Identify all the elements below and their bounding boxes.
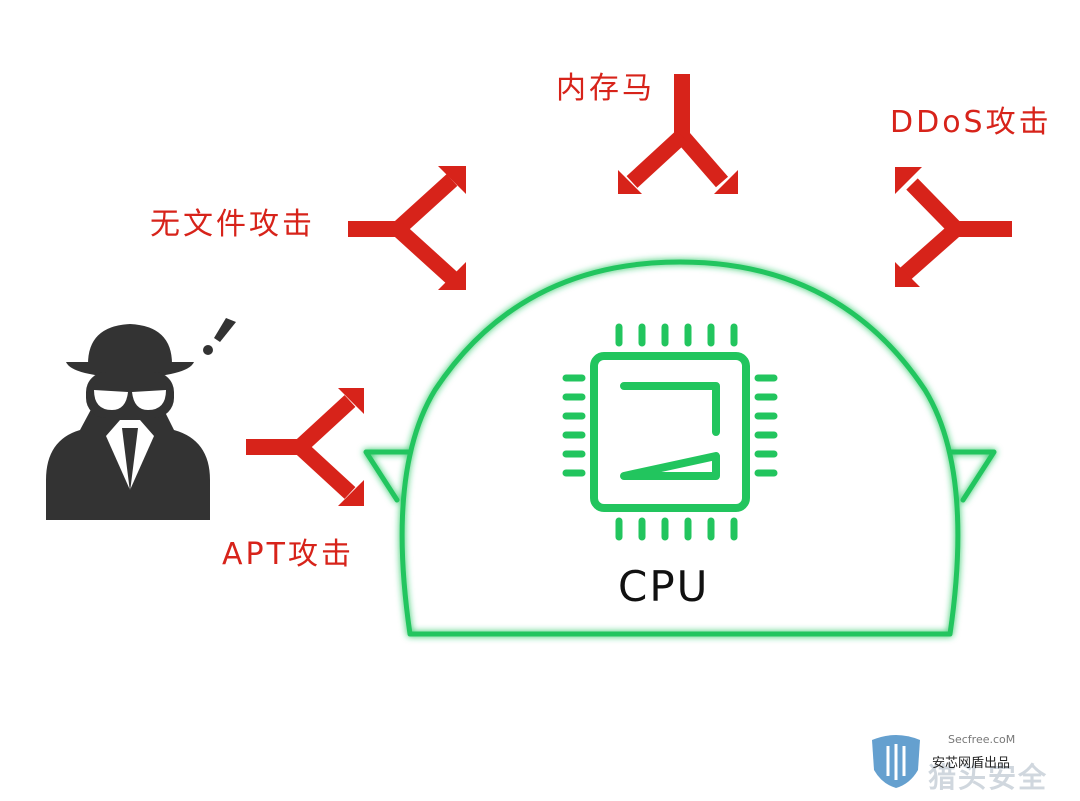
hacker-icon — [46, 324, 210, 520]
fileless-attack-label: 无文件攻击 — [150, 207, 315, 242]
fileless-arrowhead-up — [438, 166, 466, 194]
ddos-arrow — [898, 178, 1012, 281]
watermark-producer: 安芯网盾出品 — [932, 756, 1011, 771]
protection-dome — [363, 259, 997, 637]
ddos-arrowhead-down — [895, 262, 920, 287]
apt-arrowhead-down — [338, 480, 364, 506]
apt-attack-label: APT攻击 — [222, 537, 354, 572]
hacker-sunglasses — [94, 390, 166, 410]
memory-arrowhead-left — [618, 170, 642, 194]
cpu-chip-icon — [562, 323, 778, 541]
shield-logo-icon — [872, 735, 920, 788]
ddos-arrowhead-up — [895, 167, 922, 194]
fileless-arrow — [348, 174, 458, 284]
apt-arrowhead-up — [338, 388, 364, 414]
watermark-domain: Secfree.coM — [948, 733, 1016, 746]
ddos-attack-label: DDoS攻击 — [890, 105, 1052, 140]
cpu-label: CPU — [618, 562, 710, 611]
fileless-arrowhead-down — [438, 262, 466, 290]
memory-trojan-arrow — [626, 74, 729, 188]
memory-trojan-label: 内存马 — [556, 71, 655, 106]
memory-arrowhead-right — [714, 170, 738, 194]
apt-arrow — [246, 395, 356, 499]
exclamation-icon — [203, 318, 236, 355]
